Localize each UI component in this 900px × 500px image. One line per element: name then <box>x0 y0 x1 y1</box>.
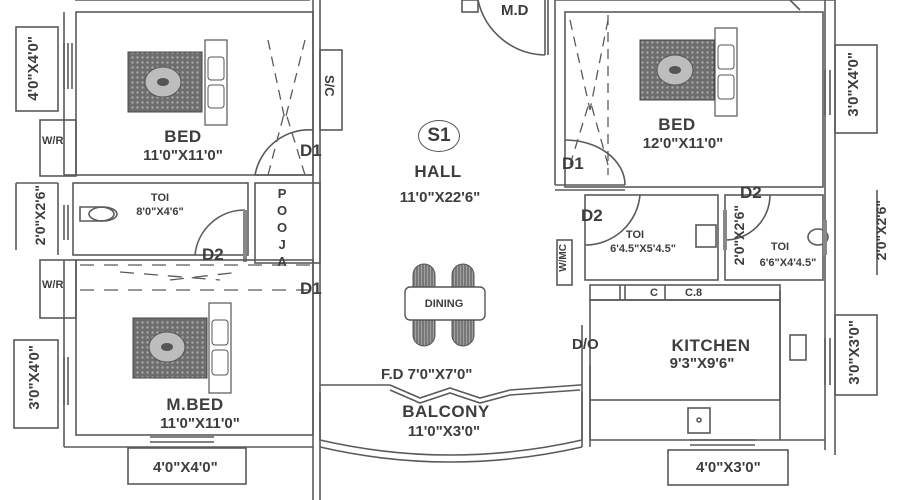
room-size-hall: 11'0"X22'6" <box>399 189 481 206</box>
bed-furniture-top-left <box>127 39 228 126</box>
label-wmc: W/MC <box>558 244 569 272</box>
room-size-bed-top-right: 12'0"X11'0" <box>642 135 724 152</box>
pooja-letter: P <box>277 186 287 201</box>
door-label-d1-top-right: D1 <box>562 154 584 173</box>
room-name-balcony: BALCONY <box>402 402 490 421</box>
room-name-toi-left: TOI <box>150 192 170 204</box>
room-name-bed-top-right: BED <box>658 115 696 134</box>
fd-size: 7'0"X7'0" <box>407 366 473 383</box>
room-size-toi-right: 6'6"X4'4.5" <box>759 257 817 269</box>
window-size-right-bed: 3'0"X4'0" <box>845 52 862 117</box>
label-shaft-sc: S/C <box>322 75 337 97</box>
room-name-hall: HALL <box>414 162 462 181</box>
room-name-bed-top-left: BED <box>164 127 202 146</box>
room-size-balcony: 11'0"X3'0" <box>407 423 481 440</box>
dining-table-furniture <box>404 263 486 347</box>
room-size-toi-mid: 6'4.5"X5'4.5" <box>610 243 676 255</box>
room-size-bed-top-left: 11'0"X11'0" <box>143 147 223 164</box>
pooja-letter: A <box>277 254 287 269</box>
bed-furniture-top-right <box>639 27 738 117</box>
pooja-letter: J <box>278 237 286 252</box>
window-size-left-top: 4'0"X4'0" <box>25 36 42 101</box>
label-c: C <box>650 287 658 299</box>
label-c8: C.8 <box>685 287 703 299</box>
unit-tag-s1: S1 <box>418 120 460 152</box>
room-name-toi-right: TOI <box>770 241 790 253</box>
room-size-m-bed: 11'0"X11'0" <box>160 415 240 432</box>
label-dining-opening: D/O <box>572 336 599 353</box>
window-size-right-toi: 2'0"X2'6" <box>873 200 889 261</box>
window-size-bottom-kitchen: 4'0"X3'0" <box>696 459 761 476</box>
room-name-dining: DINING <box>424 298 464 310</box>
room-name-pooja: P O O J A <box>277 185 287 270</box>
bed-furniture-m-bed <box>132 302 232 394</box>
door-label-d2-mid: D2 <box>581 206 603 225</box>
door-label-d2-left: D2 <box>202 245 224 264</box>
window-size-right-kitchen: 3'0"X3'0" <box>846 320 863 385</box>
room-name-toi-mid: TOI <box>625 229 645 241</box>
pooja-letter: O <box>277 203 288 218</box>
window-size-bottom-m-bed: 4'0"X4'0" <box>153 459 218 476</box>
room-name-m-bed: M.BED <box>166 395 224 414</box>
label-wardrobe-top: W/R <box>42 135 64 147</box>
pooja-letter: O <box>277 220 288 235</box>
label-wardrobe-bottom: W/R <box>42 279 64 291</box>
fd-name: F.D <box>381 366 404 383</box>
room-name-kitchen: KITCHEN <box>671 336 751 355</box>
window-size-mid-toi: 2'0"X2'6" <box>731 205 747 266</box>
door-label-d1-m-bed: D1 <box>300 279 322 298</box>
door-label-d1-top-left: D1 <box>300 141 322 160</box>
label-main-door: M.D <box>501 2 529 19</box>
window-size-left-toi: 2'0"X2'6" <box>32 185 48 246</box>
room-size-kitchen: 9'3"X9'6" <box>669 355 735 372</box>
window-size-left-m-bed: 3'0"X4'0" <box>26 345 43 410</box>
room-size-toi-left: 8'0"X4'6" <box>136 206 184 218</box>
door-label-d2-right: D2 <box>740 183 762 202</box>
room-name-fd: F.D 7'0"X7'0" <box>381 367 472 382</box>
